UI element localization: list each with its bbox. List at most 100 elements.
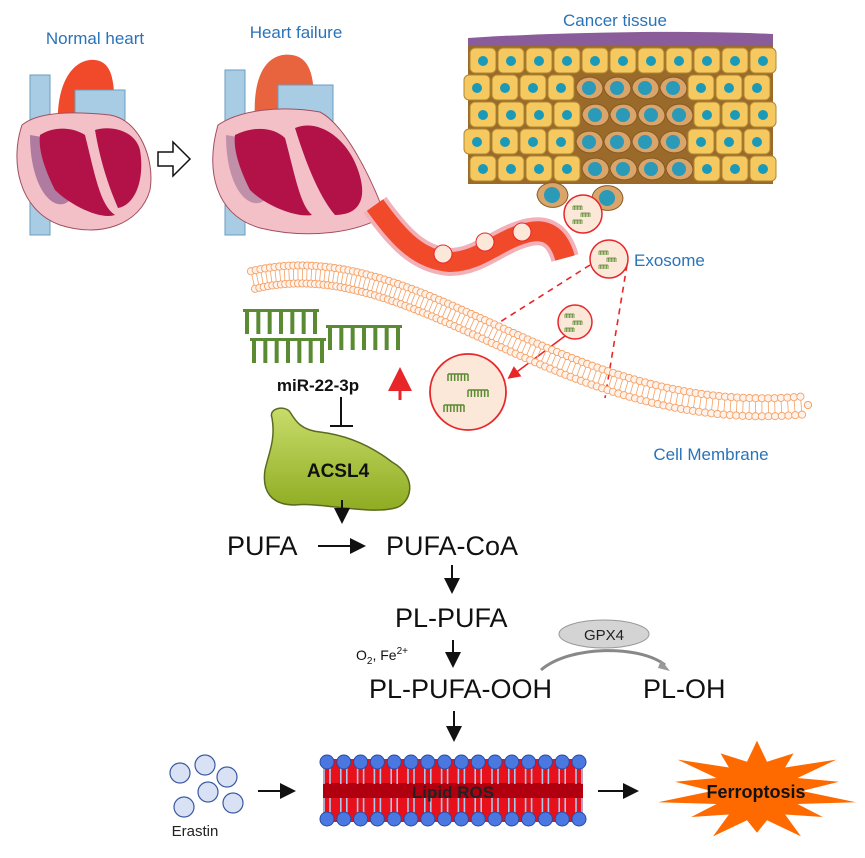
heart-failure-label: Heart failure: [250, 23, 343, 42]
cancer-cell-nucleus: [638, 135, 652, 149]
mirna-base: [301, 312, 306, 334]
mirna-base: [279, 312, 283, 334]
cell-nucleus: [758, 110, 768, 120]
cell-nucleus: [730, 56, 740, 66]
cell-nucleus: [556, 137, 566, 147]
lipid-head: [437, 754, 453, 770]
mirna-base: [313, 312, 317, 334]
lipid-head: [537, 754, 553, 770]
lipid-head: [319, 811, 335, 827]
cell-nucleus: [534, 164, 544, 174]
cell-nucleus: [506, 164, 516, 174]
cell-nucleus: [528, 83, 538, 93]
cell-nucleus: [696, 137, 706, 147]
cell-nucleus: [730, 110, 740, 120]
mirna-base: [274, 341, 279, 363]
lipid-head: [386, 811, 402, 827]
gpx4-label: GPX4: [584, 627, 624, 644]
lipid-head: [386, 754, 402, 770]
mirna-base: [350, 328, 355, 350]
cancer-cell-nucleus: [666, 135, 680, 149]
cell-nucleus: [472, 83, 482, 93]
erastin-label: Erastin: [172, 823, 219, 840]
lipid-head: [403, 811, 419, 827]
cell-nucleus: [752, 83, 762, 93]
mirna-base: [267, 312, 272, 334]
cell-nucleus: [674, 56, 684, 66]
lipid-head: [369, 754, 385, 770]
vessel-exosome: [433, 244, 453, 264]
mirna-base: [263, 341, 268, 363]
gpx4-enzyme: [558, 619, 650, 649]
acsl4-enzyme-shape: [263, 407, 411, 511]
mirna-base: [245, 312, 249, 334]
cell-nucleus: [556, 83, 566, 93]
cancer-cell-nucleus: [582, 81, 596, 95]
cell-nucleus: [562, 56, 572, 66]
exosome-path-dashed: [499, 264, 591, 323]
cell-nucleus: [724, 137, 734, 147]
cell-nucleus: [500, 137, 510, 147]
cell-nucleus: [528, 137, 538, 147]
ferroptosis-label: Ferroptosis: [706, 782, 805, 802]
mirna-base: [252, 341, 256, 363]
lipid-head: [353, 754, 369, 770]
lipid-head: [554, 754, 570, 770]
normal-heart-illustration: [16, 59, 152, 236]
cell-nucleus: [702, 56, 712, 66]
lipid-head: [353, 811, 369, 827]
lipid-head: [554, 811, 570, 827]
lipid-head: [470, 811, 486, 827]
mirna-base: [373, 328, 378, 350]
cancer-cell-nucleus: [672, 108, 686, 122]
cell-nucleus: [478, 164, 488, 174]
lipid-head: [470, 754, 486, 770]
cancer-tissue-label: Cancer tissue: [563, 11, 667, 30]
mirna-base: [308, 341, 313, 363]
pl-oh-label: PL-OH: [643, 674, 726, 704]
vessel-exosome: [475, 232, 495, 252]
lipid-head: [571, 811, 587, 827]
lipid-head: [521, 754, 537, 770]
lipid-head: [369, 811, 385, 827]
cell-nucleus: [696, 83, 706, 93]
cell-nucleus: [562, 164, 572, 174]
lipid-head: [571, 754, 587, 770]
cancer-cell-nucleus: [588, 162, 602, 176]
vessel-exosome: [512, 222, 532, 242]
progression-arrow-icon: [157, 140, 192, 178]
cell-nucleus: [758, 56, 768, 66]
cancer-cell-nucleus: [638, 81, 652, 95]
exosome-icon: [557, 304, 593, 340]
mirna-base: [362, 328, 366, 350]
cancer-cell-nucleus: [616, 108, 630, 122]
exosome-path-dashed: [604, 264, 628, 399]
cell-nucleus: [506, 110, 516, 120]
lipid-head: [487, 811, 503, 827]
erastin-molecules: [169, 754, 244, 818]
blood-vessel: [363, 196, 579, 277]
cell-nucleus: [646, 56, 656, 66]
mirna-strand: [243, 309, 319, 312]
lipid-head: [319, 754, 335, 770]
lipid-head: [453, 811, 469, 827]
mirna-base: [297, 341, 302, 363]
mirna-base: [396, 328, 400, 350]
mirna-base: [320, 341, 324, 363]
cell-nucleus: [758, 164, 768, 174]
cell-nucleus: [506, 56, 516, 66]
lipid-head: [537, 811, 553, 827]
mirna-strand: [326, 325, 402, 328]
lipid-head: [437, 811, 453, 827]
cell-nucleus: [724, 83, 734, 93]
ferroptosis-starburst: [658, 740, 856, 837]
mirna-base: [339, 328, 344, 350]
exosome-label: Exosome: [634, 251, 705, 270]
mirna-base: [384, 328, 389, 350]
mirna-base: [256, 312, 261, 334]
cancer-cell-nucleus: [610, 81, 624, 95]
cell-nucleus: [500, 83, 510, 93]
lipid-head: [487, 754, 503, 770]
